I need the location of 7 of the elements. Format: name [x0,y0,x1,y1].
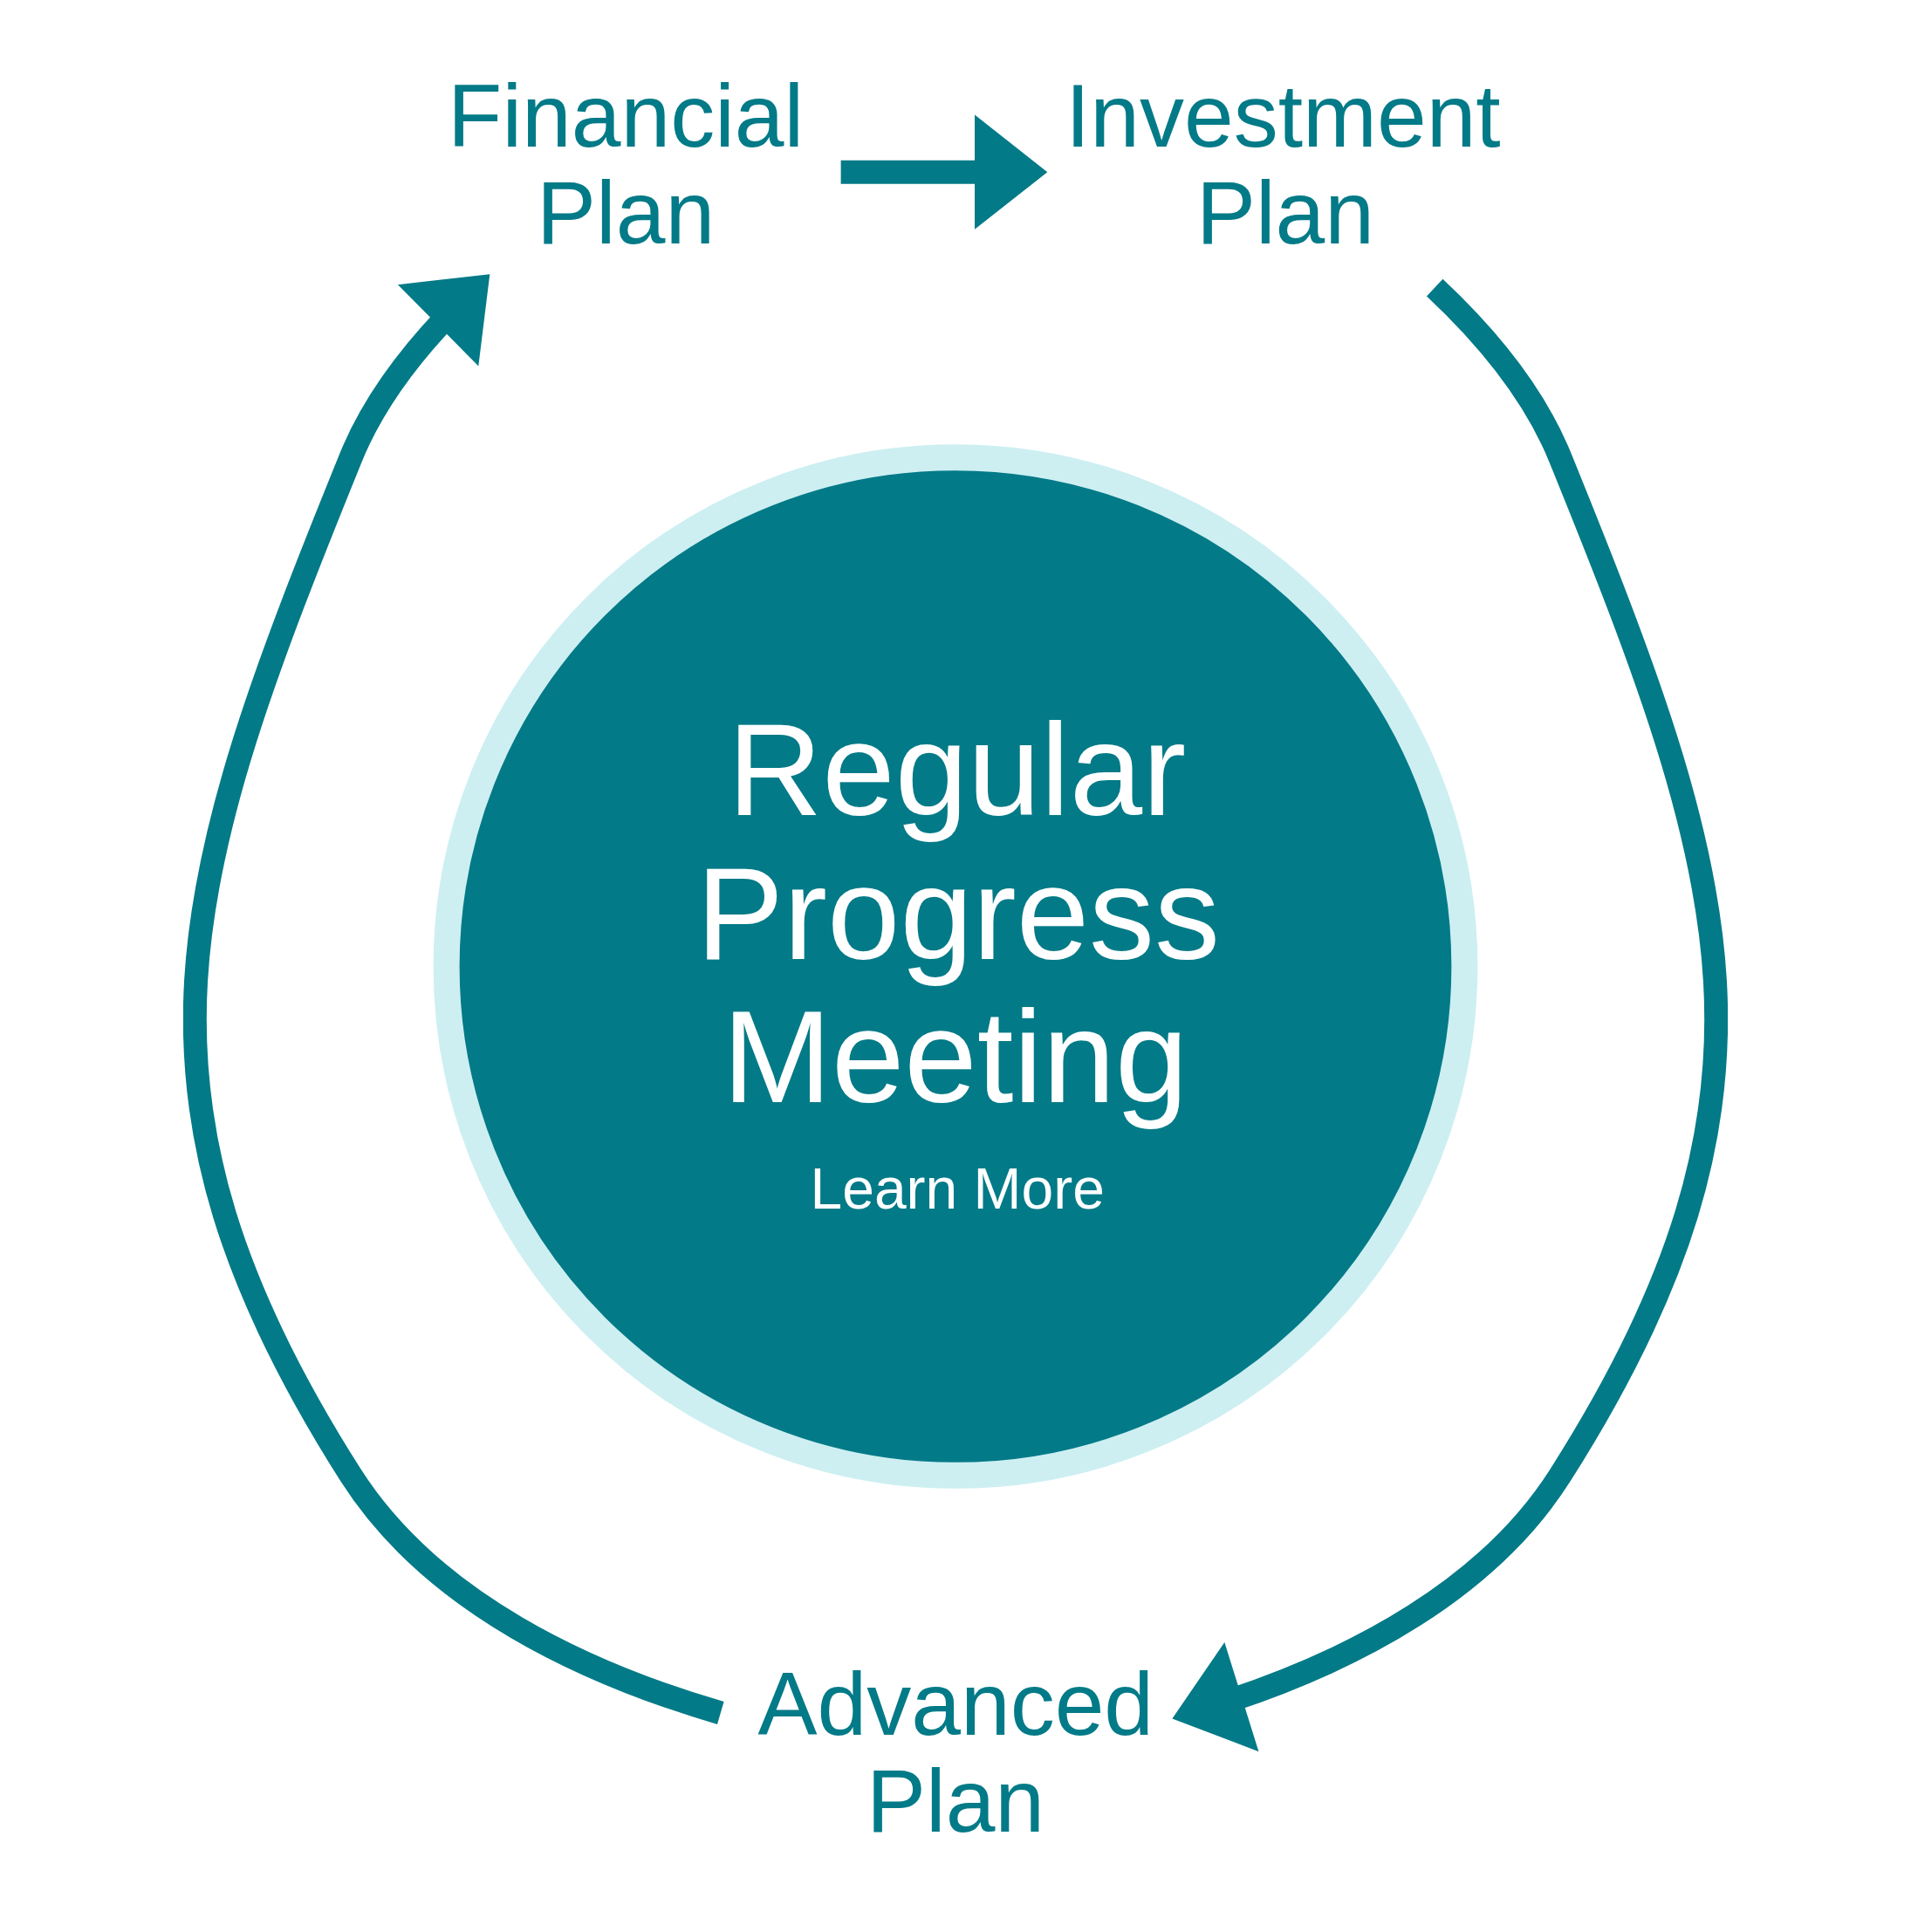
arrow [840,114,1048,230]
node-circle: Regular Progress Meeting Learn More [433,443,1478,1489]
node-text: Advanced Plan [757,1654,1154,1851]
node-text: Financial Plan [448,65,805,263]
arrow [184,273,724,1724]
node-text: Investment Plan [1065,65,1501,263]
arrow [1172,278,1727,1751]
